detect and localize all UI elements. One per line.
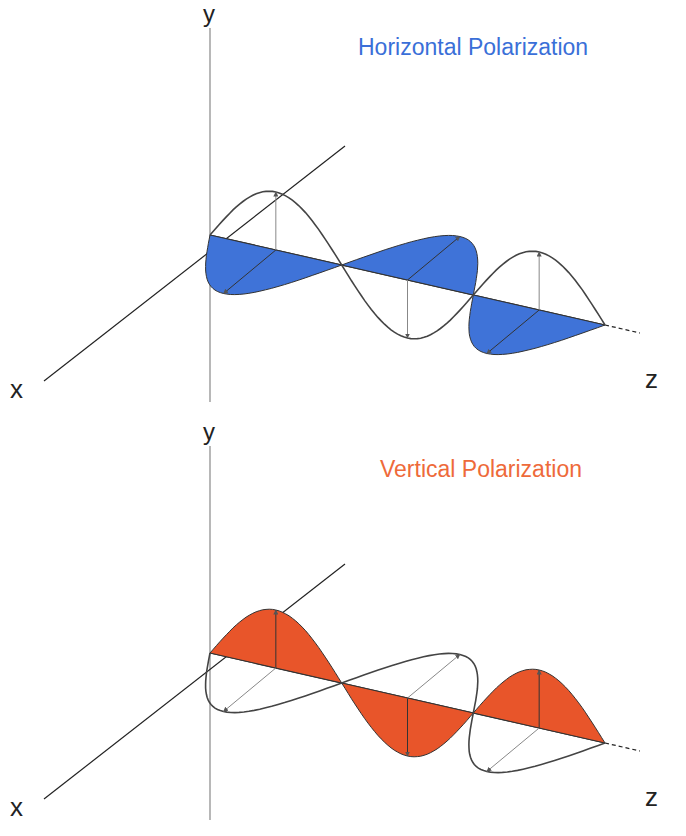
axis-label: y — [203, 420, 215, 444]
axis-label: x — [10, 376, 23, 402]
y-axis — [209, 446, 210, 820]
filled-wave — [210, 609, 605, 757]
outline-wave — [206, 653, 605, 773]
field-vector — [223, 668, 275, 712]
x-axis — [44, 564, 345, 799]
field-vector — [275, 610, 276, 668]
field-vector — [487, 728, 539, 772]
title-label: Vertical Polarization — [380, 458, 582, 481]
field-vector — [407, 280, 408, 338]
field-vector — [407, 698, 408, 756]
field-vector — [223, 250, 275, 294]
axis-label: y — [203, 2, 215, 26]
field-vector — [487, 310, 539, 354]
field-vector — [275, 192, 276, 250]
field-vector — [539, 670, 540, 728]
title-label: Horizontal Polarization — [358, 36, 588, 59]
field-vector — [408, 236, 460, 280]
z-axis-dashed — [605, 325, 640, 333]
field-vector — [539, 252, 540, 310]
axis-label: x — [10, 794, 23, 820]
axis-label: z — [645, 366, 658, 392]
y-axis — [209, 28, 210, 402]
z-axis-dashed — [605, 743, 640, 751]
axis-label: z — [645, 784, 658, 810]
outline-wave — [210, 191, 605, 339]
field-vector — [408, 654, 460, 698]
